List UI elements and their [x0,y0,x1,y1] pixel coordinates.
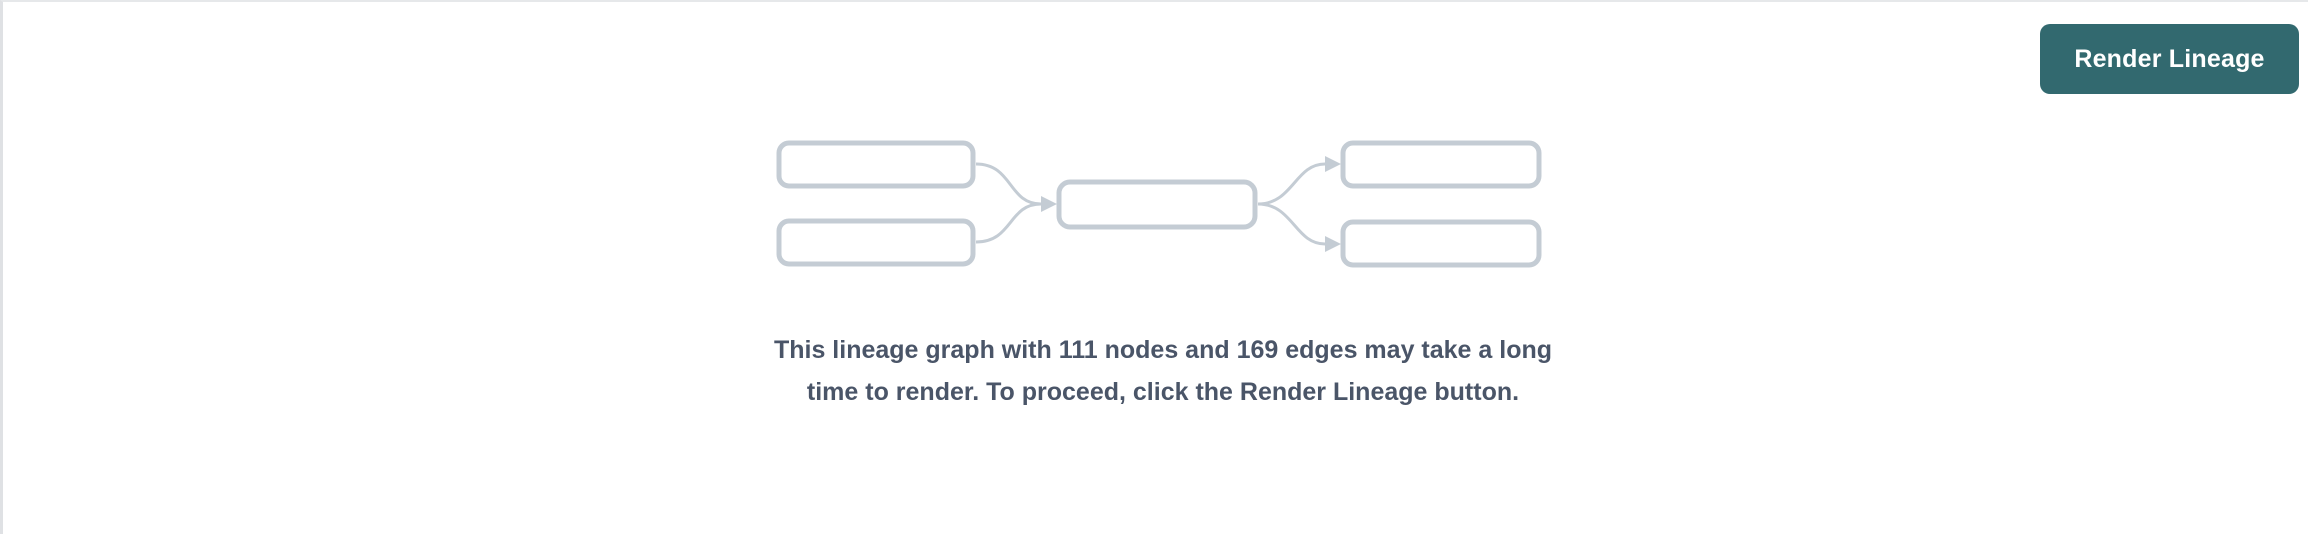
edge-center-to-right-top [1257,162,1326,206]
arrowhead-into-center [1041,196,1057,212]
arrowhead-into-right-bottom [1325,236,1341,252]
lineage-node-left-bottom [776,218,976,267]
lineage-node-center [1056,179,1258,230]
lineage-node-right-bottom [1340,219,1542,268]
lineage-node-left-top [776,140,976,189]
render-lineage-button[interactable]: Render Lineage [2040,24,2299,94]
lineage-node-right-top [1340,140,1542,189]
edge-left-bottom-to-center [975,202,1042,244]
arrowhead-into-right-top [1325,156,1341,172]
lineage-graph-svg [776,140,1542,268]
lineage-graph-placeholder [3,2,2308,534]
lineage-warning-message: This lineage graph with 111 nodes and 16… [773,336,1553,406]
edge-center-to-right-bottom [1257,202,1326,246]
edge-left-top-to-center [975,162,1042,206]
